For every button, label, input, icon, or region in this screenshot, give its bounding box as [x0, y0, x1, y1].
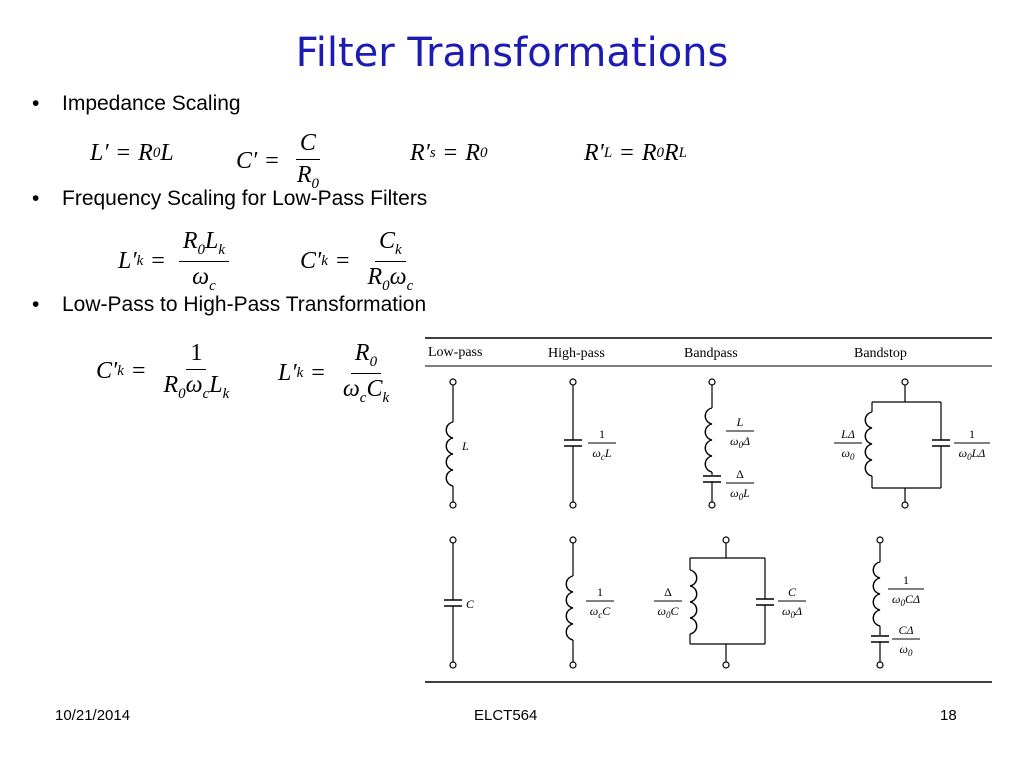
label-bandpass-c-den: ω0L: [730, 486, 750, 502]
label-bandpass-l-num: L: [736, 415, 744, 429]
label-bandpass2-l-num: Δ: [664, 585, 672, 599]
bullet-text: Frequency Scaling for Low-Pass Filters: [62, 187, 428, 210]
bandpass-series-lc: [702, 378, 722, 509]
label-bandpass2-c-num: C: [788, 585, 797, 599]
label-bandstop2-l-den: ω0CΔ: [892, 592, 920, 608]
footer-date: 10/21/2014: [55, 707, 131, 724]
label-bandpass2-c-den: ω0Δ: [782, 604, 802, 620]
label-highpass2-den: ωcC: [590, 604, 611, 620]
bandpass-parallel-lc: [689, 536, 775, 669]
transformation-table: Low-pass High-pass Bandpass Bandstop: [425, 337, 992, 683]
label-bandstop-c-num: 1: [969, 427, 975, 441]
label-bandstop2-c-num: CΔ: [898, 623, 913, 637]
footer-page-number: 18: [940, 707, 957, 724]
footer-course: ELCT564: [474, 707, 538, 724]
header-lowpass: Low-pass: [428, 345, 482, 360]
highpass-shunt-inductor: [565, 536, 577, 669]
bullet-frequency-scaling: •Frequency Scaling for Low-Pass Filters: [32, 187, 428, 210]
bullet-impedance-scaling: •Impedance Scaling: [32, 92, 241, 115]
lowpass-shunt-capacitor: [443, 536, 463, 669]
bullet-text: Impedance Scaling: [62, 92, 241, 115]
label-bandpass-c-num: Δ: [736, 467, 744, 481]
bandstop-parallel-lc: [864, 378, 951, 509]
label-bandstop-c-den: ω0LΔ: [959, 446, 986, 462]
label-bandpass-l-den: ω0Δ: [730, 434, 750, 450]
label-lowpass-l: L: [461, 439, 469, 453]
label-highpass-num: 1: [599, 427, 605, 441]
highpass-series-capacitor: [563, 378, 583, 509]
header-highpass: High-pass: [548, 346, 605, 361]
label-bandstop2-c-den: ω0: [900, 642, 913, 658]
slide-title: Filter Transformations: [295, 30, 729, 76]
bandstop-series-lc: [870, 536, 890, 669]
label-bandstop-l-num: LΔ: [840, 427, 855, 441]
header-bandstop: Bandstop: [854, 346, 907, 361]
lowpass-series-inductor: [445, 378, 457, 509]
label-bandstop-l-den: ω0: [842, 446, 855, 462]
bullet-text: Low-Pass to High-Pass Transformation: [62, 293, 427, 316]
label-highpass-den: ωcL: [592, 446, 611, 462]
label-highpass2-num: 1: [597, 585, 603, 599]
bullet-lowpass-highpass: •Low-Pass to High-Pass Transformation: [32, 293, 427, 316]
header-bandpass: Bandpass: [684, 346, 738, 361]
label-bandpass2-l-den: ω0C: [658, 604, 680, 620]
label-bandstop2-l-num: 1: [903, 573, 909, 587]
label-lowpass-c: C: [466, 597, 475, 611]
